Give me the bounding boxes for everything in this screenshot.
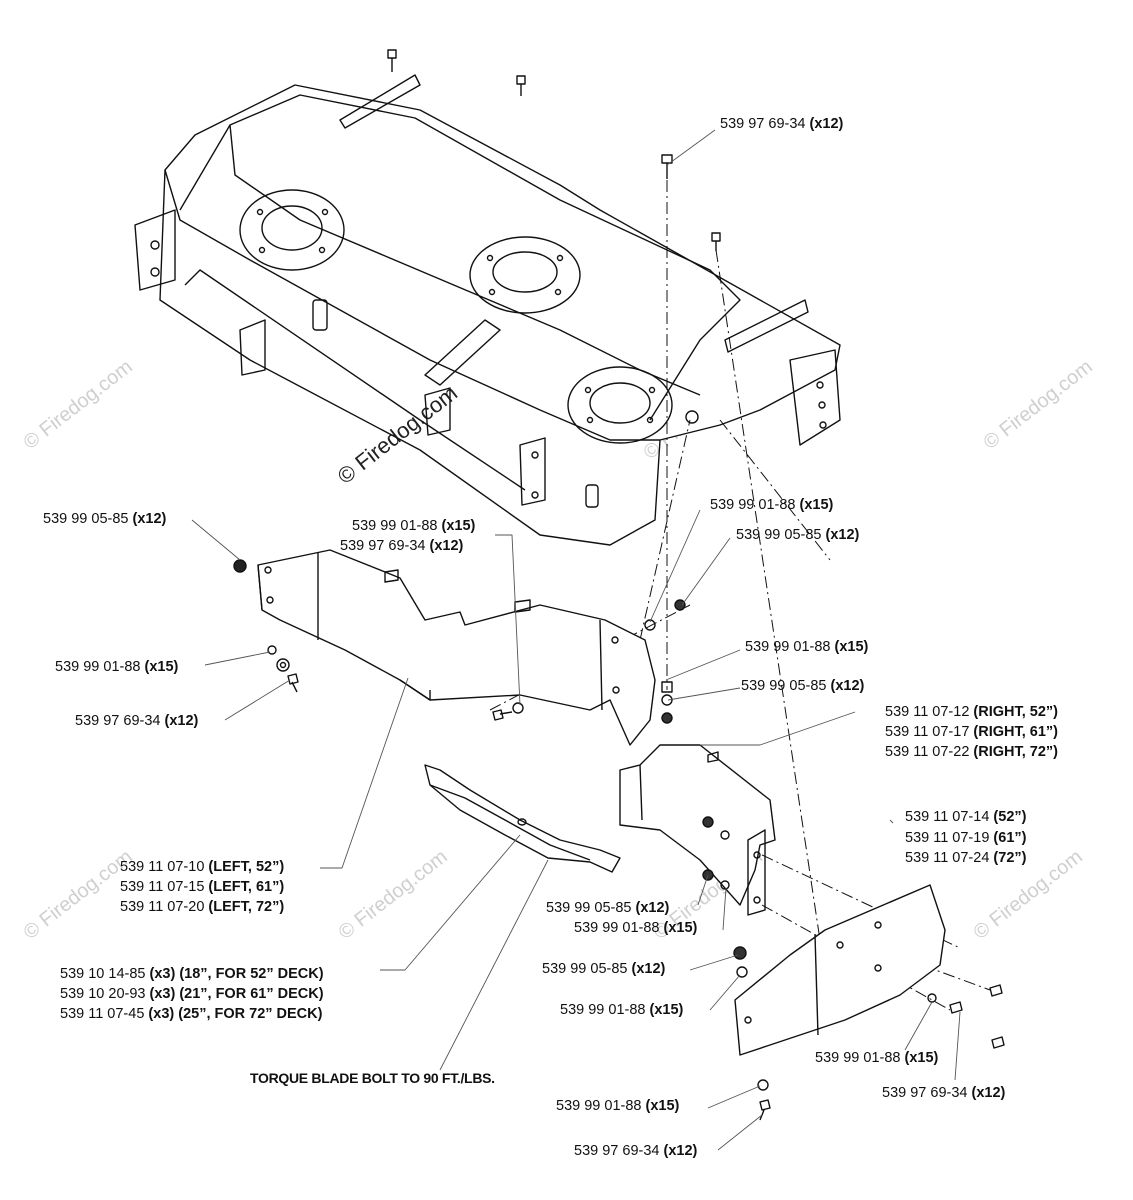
callout-label: 539 97 69-34 (x12) [882, 1085, 1006, 1101]
callout-label: 539 11 07-17 (RIGHT, 61”) [885, 724, 1059, 740]
callout-label: 539 11 07-14 (52”) [905, 809, 1027, 825]
callout-label: 539 10 14-85 (x3) (18”, FOR 52” DECK) [60, 966, 324, 982]
callout-label: 539 10 20-93 (x3) (21”, FOR 61” DECK) [60, 986, 324, 1002]
deck-bracket-left [134, 209, 176, 291]
callout-label: 539 11 07-24 (72”) [905, 850, 1027, 866]
callout-label: 539 99 01-88 (x15) [574, 920, 698, 936]
callout-label: 539 11 07-10 (LEFT, 52”) [120, 859, 285, 875]
callout-label: 539 99 05-85 (x12) [741, 678, 865, 694]
spindle-plate-right [567, 366, 673, 444]
callout-label: 539 11 07-15 (LEFT, 61”) [120, 879, 285, 895]
deck-hanger-right [724, 299, 809, 353]
callout-label: 539 99 05-85 (x12) [43, 511, 167, 527]
deck-cover-plate [734, 884, 946, 1056]
spindle-plate-center [469, 236, 581, 314]
deck-bracket-right [789, 349, 841, 446]
watermark-text: © Firedog.com [20, 356, 137, 454]
watermark-text: © Firedog.com [980, 356, 1097, 454]
watermark-text: © Firedog.com [335, 846, 452, 944]
callout-label: 539 99 01-88 (x15) [352, 518, 476, 534]
callout-label: 539 99 01-88 (x15) [745, 639, 869, 655]
mower-deck [134, 49, 841, 573]
callout-label: 539 99 01-88 (x15) [710, 497, 834, 513]
callout-leaders [191, 129, 961, 1151]
callout-label: 539 11 07-20 (LEFT, 72”) [120, 899, 285, 915]
callout-label: 539 99 01-88 (x15) [556, 1098, 680, 1114]
deck-strap [424, 319, 501, 386]
hardware [267, 599, 1005, 1121]
callout-label: 539 99 05-85 (x12) [542, 961, 666, 977]
callout-label: 539 11 07-22 (RIGHT, 72”) [885, 744, 1059, 760]
callout-label: 539 97 69-34 (x12) [720, 116, 844, 132]
callout-label: 539 11 07-12 (RIGHT, 52”) [885, 704, 1059, 720]
callout-label: 539 11 07-19 (61”) [905, 830, 1027, 846]
callout-label: 539 99 01-88 (x15) [55, 659, 179, 675]
callout-label: 539 99 01-88 (x15) [560, 1002, 684, 1018]
deck-hanger-top [339, 74, 421, 129]
callout-label: 539 11 07-45 (x3) (25”, FOR 72” DECK) [60, 1006, 323, 1022]
mower-blade [424, 764, 621, 873]
baffle-left [257, 549, 656, 746]
callout-label: 539 99 05-85 (x12) [546, 900, 670, 916]
callout-label: 539 97 69-34 (x12) [340, 538, 464, 554]
callout-label: 539 99 05-85 (x12) [736, 527, 860, 543]
callout-label: 539 97 69-34 (x12) [574, 1143, 698, 1159]
spindle-plate-left [239, 189, 345, 271]
callout-label: 539 97 69-34 (x12) [75, 713, 199, 729]
torque-note: TORQUE BLADE BOLT TO 90 FT./LBS. [250, 1070, 495, 1086]
callout-label: 539 99 01-88 (x15) [815, 1050, 939, 1066]
baffle-right [619, 744, 776, 916]
